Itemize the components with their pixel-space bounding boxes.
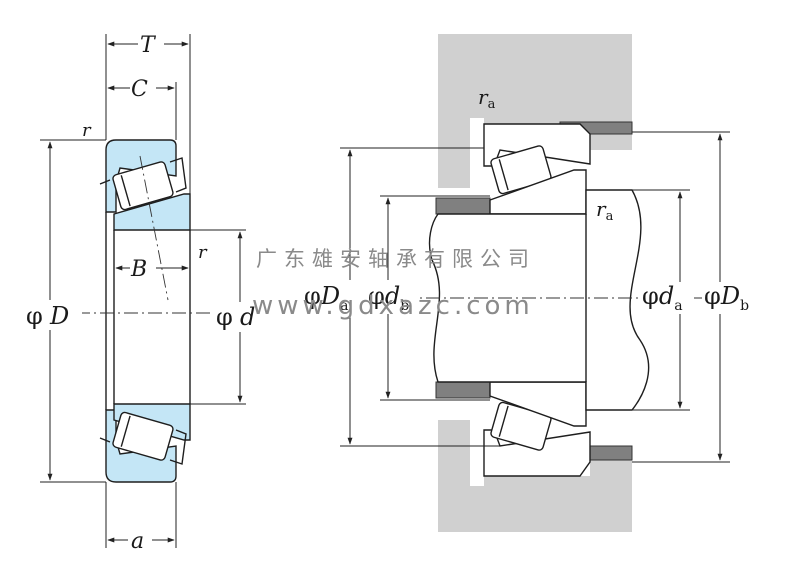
label-db: φdb	[368, 282, 409, 314]
spacer-shaft-bottom	[435, 381, 491, 399]
label-Db: φDb	[704, 282, 749, 314]
label-T: T	[140, 33, 157, 58]
label-d: d	[240, 303, 255, 331]
housing	[438, 34, 632, 188]
watermark-company: 广东雄安轴承有限公司	[256, 247, 536, 271]
mounted-roller-top	[490, 145, 552, 195]
right-labels: ra ra φDa φdb φda φDb	[302, 85, 760, 314]
watermark: 广东雄安轴承有限公司 www.gdxazc.com	[252, 247, 536, 321]
label-r-bore: r	[198, 242, 208, 263]
cage-bottom	[99, 429, 187, 465]
label-da: φda	[642, 282, 683, 314]
outer-ring-bottom	[105, 409, 177, 483]
bearing-cross-section	[28, 139, 262, 483]
roller-top	[112, 161, 174, 211]
watermark-website: www.gdxazc.com	[252, 291, 534, 321]
inner-ring	[113, 193, 191, 231]
mounted-roller-bottom	[490, 401, 552, 451]
roller-bottom	[112, 411, 174, 461]
roller-axis	[139, 155, 169, 301]
phi-D: φ	[26, 302, 43, 330]
label-D: D	[49, 302, 69, 330]
label-ra-top: ra	[478, 85, 496, 112]
right-dimensions	[340, 131, 730, 463]
label-r-top: r	[82, 120, 92, 141]
label-a: a	[131, 529, 144, 554]
shaft	[428, 189, 650, 411]
label-B: B	[130, 257, 147, 282]
label-Da: φDa	[304, 282, 348, 314]
cage-top	[99, 157, 187, 193]
left-labels: T C B r r a φ D φ d	[24, 32, 262, 554]
label-C: C	[131, 77, 148, 102]
mounting-arrangement	[330, 34, 760, 532]
phi-d: φ	[216, 303, 233, 331]
spacer-shaft-top	[435, 197, 491, 215]
label-ra-mid: ra	[596, 197, 614, 224]
